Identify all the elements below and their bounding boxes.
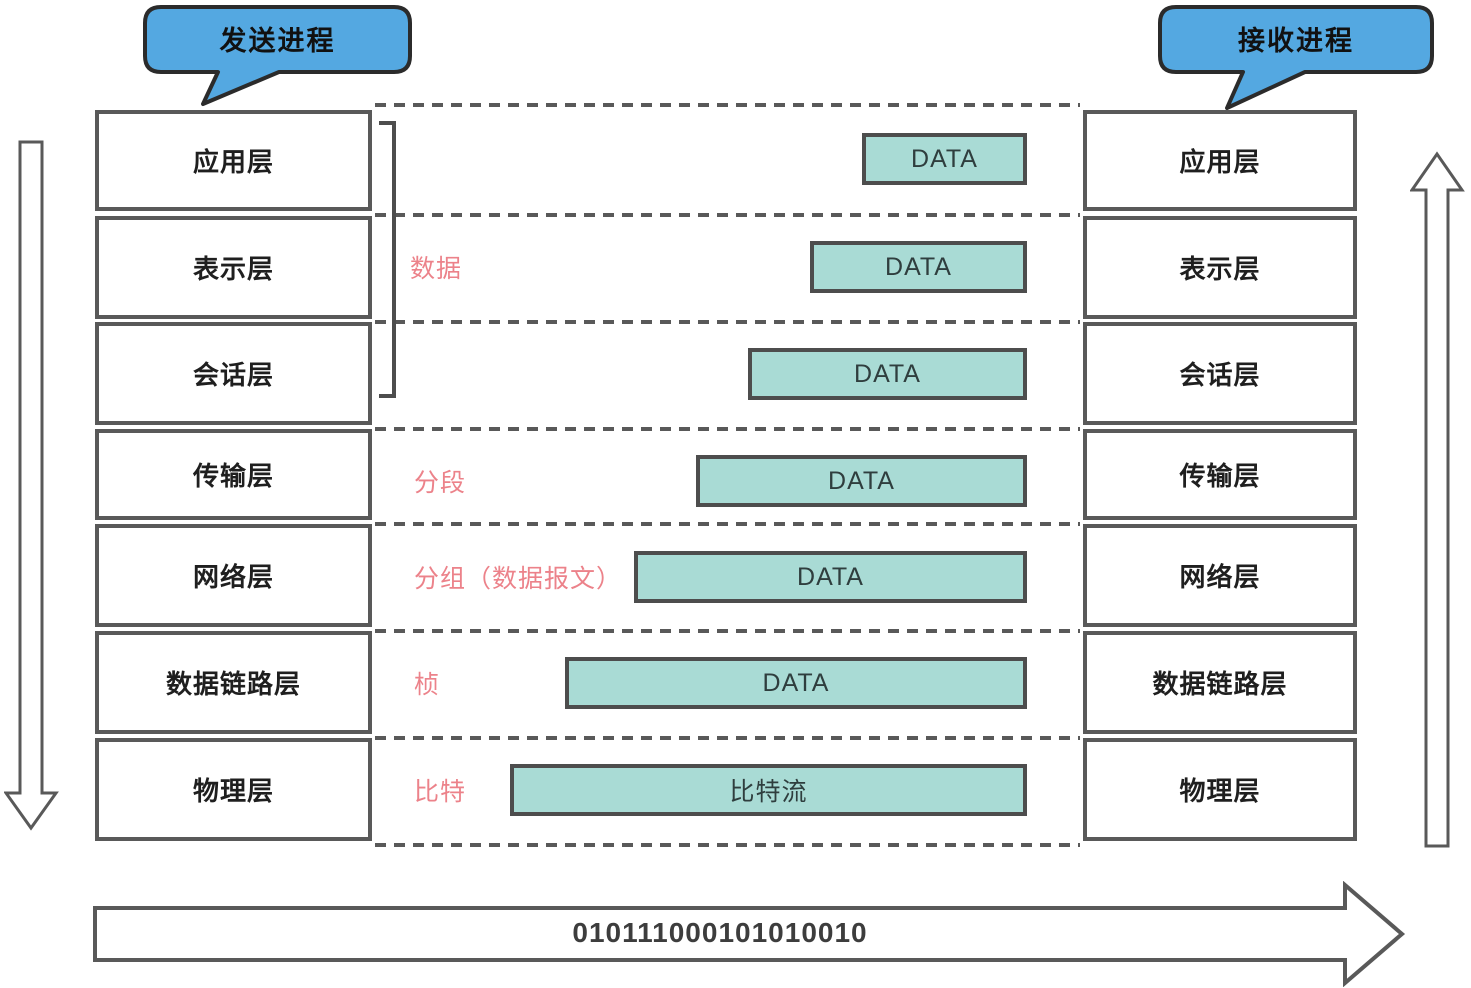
left-layer-presentation: 表示层 — [95, 216, 372, 319]
left-layer-transport: 传输层 — [95, 429, 372, 520]
left-layer-network: 网络层 — [95, 524, 372, 627]
receiver-bubble-label: 接收进程 — [1238, 25, 1354, 56]
layer-separator-dashed-line — [375, 320, 1080, 324]
right-layer-application: 应用层 — [1083, 110, 1357, 211]
bitstream-arrow — [93, 881, 1406, 987]
left-layer-session: 会话层 — [95, 322, 372, 425]
sender-bubble-label: 发送进程 — [219, 25, 336, 56]
left-layer-application: 应用层 — [95, 110, 372, 211]
unit-label-bit: 比特 — [414, 778, 467, 806]
layer-separator-dashed-line — [375, 629, 1080, 633]
unit-label-frame: 桢 — [414, 671, 441, 699]
data-box-application: DATA — [862, 133, 1027, 185]
bitstream-binary-text: 010111000101010010 — [572, 917, 868, 948]
layer-separator-dashed-line — [375, 213, 1080, 217]
layer-separator-dashed-line — [375, 843, 1080, 847]
unit-label-data: 数据 — [410, 255, 463, 283]
data-box-network: DATA — [634, 551, 1027, 603]
right-layer-datalink: 数据链路层 — [1083, 631, 1357, 734]
right-layer-session: 会话层 — [1083, 322, 1357, 425]
receive-direction-up-arrow — [1410, 151, 1465, 848]
unit-label-packet: 分组（数据报文） — [414, 565, 623, 593]
sender-bubble-shape — [143, 5, 412, 106]
data-group-bracket — [379, 121, 396, 398]
layer-separator-dashed-line — [375, 736, 1080, 740]
send-direction-down-arrow — [4, 140, 59, 831]
left-layer-datalink: 数据链路层 — [95, 631, 372, 734]
layer-separator-dashed-line — [375, 522, 1080, 526]
data-box-session: DATA — [748, 348, 1027, 400]
data-box-bitstream: 比特流 — [510, 764, 1027, 816]
receiver-bubble-shape — [1158, 5, 1434, 110]
data-box-datalink: DATA — [565, 657, 1027, 709]
right-layer-presentation: 表示层 — [1083, 216, 1357, 319]
data-box-transport: DATA — [696, 455, 1027, 507]
unit-label-segment: 分段 — [414, 469, 467, 497]
data-box-presentation: DATA — [810, 241, 1027, 293]
right-layer-network: 网络层 — [1083, 524, 1357, 627]
left-layer-physical: 物理层 — [95, 738, 372, 841]
right-layer-physical: 物理层 — [1083, 738, 1357, 841]
right-layer-transport: 传输层 — [1083, 429, 1357, 520]
layer-separator-dashed-line — [375, 103, 1080, 107]
layer-separator-dashed-line — [375, 427, 1080, 431]
